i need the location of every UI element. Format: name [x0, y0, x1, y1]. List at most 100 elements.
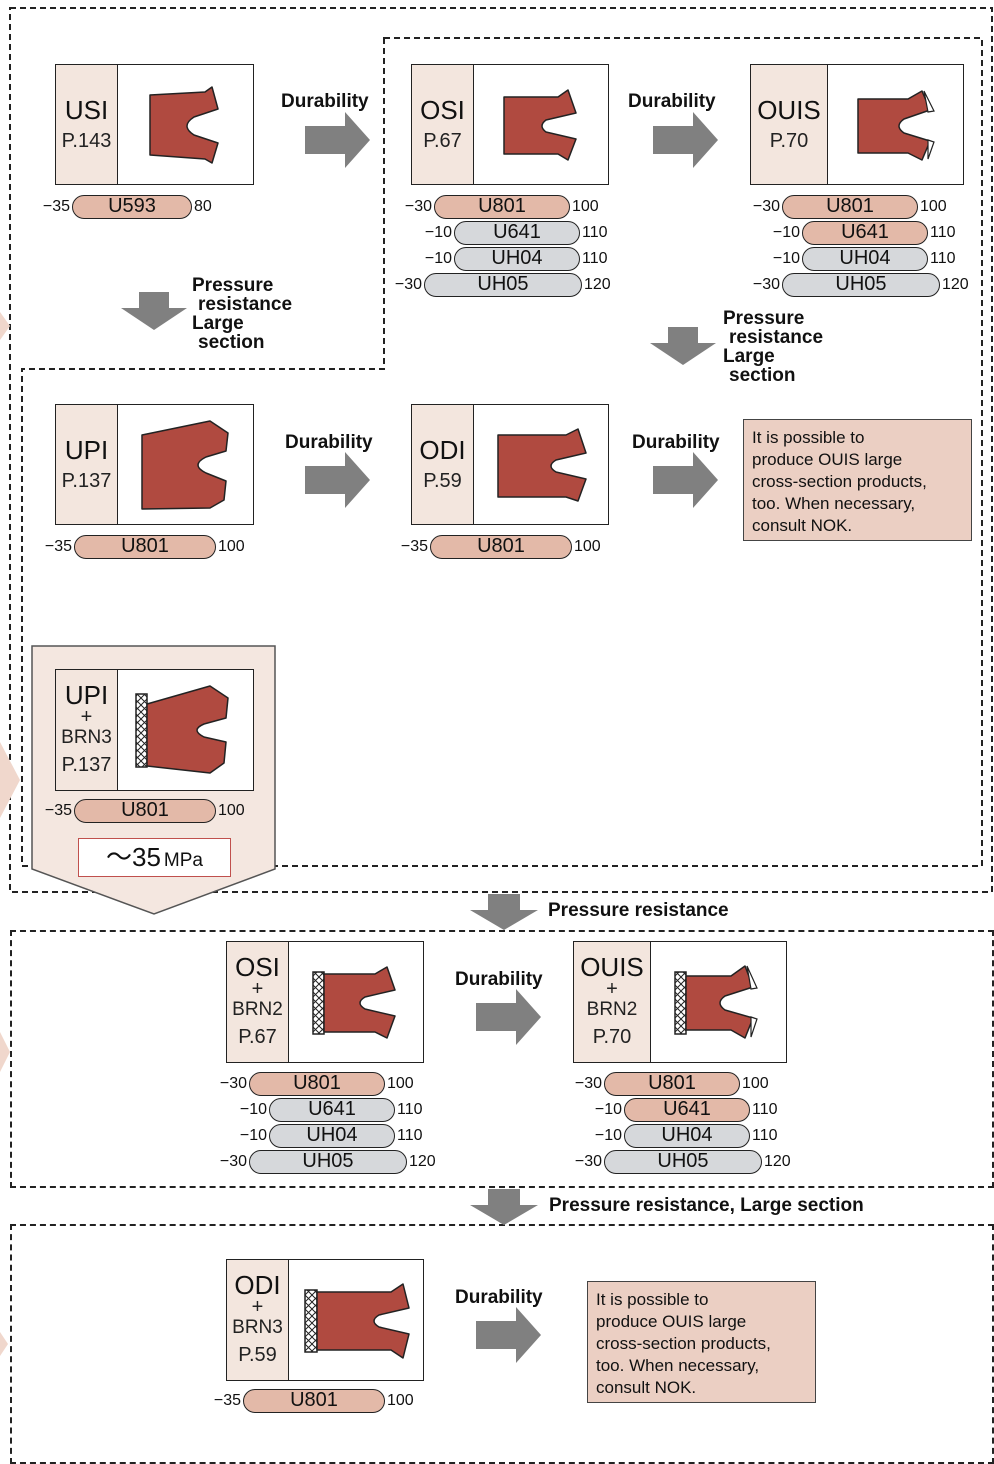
temperature-max: 110 — [930, 250, 956, 267]
temperature-max: 110 — [582, 224, 608, 241]
material-pill: U801 — [430, 535, 572, 559]
temperature-min: −30 — [404, 198, 432, 215]
temperature-min: −35 — [42, 198, 70, 215]
material-pill: U641 — [802, 221, 928, 245]
temperature-max: 100 — [920, 198, 947, 215]
temperature-min: −35 — [213, 1392, 241, 1409]
backup-ring-name: BRN3 — [232, 1317, 283, 1338]
label-line: section — [729, 365, 796, 386]
material-pill: U641 — [454, 221, 580, 245]
product-name: OUIS — [757, 94, 821, 125]
product-name: UPI — [64, 680, 109, 710]
product-label-upi: UPI P.137 — [56, 405, 118, 524]
note-ouis-large-section: It is possible to produce OUIS large cro… — [743, 419, 972, 541]
temperature-max: 110 — [752, 1127, 778, 1144]
temperature-max: 120 — [584, 276, 611, 293]
plus-sign: + — [251, 1296, 264, 1318]
material-pill: UH04 — [269, 1124, 395, 1148]
temperature-max: 110 — [582, 250, 608, 267]
product-card-ouis-brn2[interactable]: OUIS + BRN2 P.70 — [573, 941, 787, 1063]
product-card-odi-brn3[interactable]: ODI + BRN3 P.59 — [226, 1259, 424, 1381]
material-pill: U801 — [604, 1072, 740, 1096]
ouis-brn2-seal-profile-icon — [674, 965, 758, 1039]
product-label-usi: USI P.143 — [56, 65, 118, 184]
material-pill: UH05 — [782, 273, 940, 297]
page-reference: P.70 — [592, 1026, 632, 1048]
page-reference: P.70 — [769, 129, 809, 152]
backup-ring-name: BRN2 — [232, 999, 283, 1020]
temperature-min: −10 — [239, 1127, 267, 1144]
osi-brn2-seal-profile-icon — [312, 966, 396, 1039]
page-reference: P.67 — [238, 1026, 277, 1048]
temperature-max: 100 — [218, 538, 245, 555]
product-card-osi-brn2[interactable]: OSI + BRN2 P.67 — [226, 941, 424, 1063]
durability-label: Durability — [455, 1287, 543, 1308]
durability-label: Durability — [285, 432, 373, 453]
temperature-max: 100 — [574, 538, 601, 555]
bottom-group-outline — [10, 1224, 994, 1464]
backup-ring-name: BRN3 — [61, 727, 112, 748]
product-card-osi[interactable]: OSI P.67 — [411, 64, 609, 185]
label-line: Large — [192, 313, 244, 334]
pressure-prefix: ～ — [105, 842, 132, 872]
product-card-usi[interactable]: USI P.143 — [55, 64, 254, 185]
product-label-osi-brn2: OSI + BRN2 P.67 — [227, 942, 289, 1062]
durability-label: Durability — [628, 91, 716, 112]
pressure-resistance-label: Pressure resistance — [548, 900, 729, 921]
product-card-upi[interactable]: UPI P.137 — [55, 404, 254, 525]
label-line: resistance — [198, 294, 293, 315]
backup-ring-icon — [304, 1289, 318, 1353]
product-label-odi: ODI P.59 — [412, 405, 474, 524]
temperature-min: −30 — [394, 276, 422, 293]
temperature-min: −30 — [752, 276, 780, 293]
pressure-resistance-large-section-label: Pressure resistance, Large section — [549, 1195, 864, 1216]
page-reference: P.137 — [61, 469, 112, 492]
backup-ring-icon — [674, 971, 687, 1035]
odi-seal-profile-icon — [497, 428, 587, 502]
temperature-max: 110 — [930, 224, 956, 241]
temperature-max: 100 — [387, 1392, 414, 1409]
ouis-seal-profile-icon — [857, 90, 935, 161]
temperature-max: 100 — [218, 802, 245, 819]
material-pill: UH04 — [454, 247, 580, 271]
note-line: It is possible to — [596, 1290, 709, 1309]
material-pill: U801 — [434, 195, 570, 219]
plus-sign: + — [606, 978, 618, 1000]
product-card-ouis[interactable]: OUIS P.70 — [750, 64, 964, 185]
temperature-max: 110 — [752, 1101, 778, 1118]
temperature-min: −35 — [44, 538, 72, 555]
product-card-odi[interactable]: ODI P.59 — [411, 404, 609, 525]
pressure-unit: MPa — [163, 850, 203, 871]
temperature-max: 110 — [397, 1101, 423, 1118]
plus-sign: + — [80, 706, 93, 728]
backup-ring-icon — [312, 971, 325, 1035]
durability-label: Durability — [455, 969, 543, 990]
temperature-min: −10 — [424, 224, 452, 241]
product-name: OSI — [235, 952, 280, 982]
note-line: produce OUIS large — [752, 450, 903, 469]
product-card-upi-brn3[interactable]: UPI + BRN3 P.137 — [55, 669, 254, 791]
product-label-osi: OSI P.67 — [412, 65, 474, 184]
label-line: Pressure — [723, 308, 805, 329]
upi-brn3-seal-profile-icon — [135, 685, 229, 774]
product-name: OSI — [420, 94, 465, 125]
temperature-min: −30 — [752, 198, 780, 215]
temperature-min: −10 — [594, 1127, 622, 1144]
temperature-max: 120 — [764, 1153, 791, 1170]
note-line: too. When necessary, — [596, 1356, 760, 1375]
durability-label: Durability — [281, 91, 369, 112]
temperature-min: −30 — [574, 1153, 602, 1170]
product-name: USI — [64, 94, 109, 125]
temperature-min: −30 — [219, 1153, 247, 1170]
osi-seal-profile-icon — [503, 89, 577, 161]
backup-ring-name: BRN2 — [586, 999, 638, 1020]
material-pill: UH04 — [802, 247, 928, 271]
temperature-max: 100 — [387, 1075, 414, 1092]
temperature-max: 100 — [742, 1075, 769, 1092]
